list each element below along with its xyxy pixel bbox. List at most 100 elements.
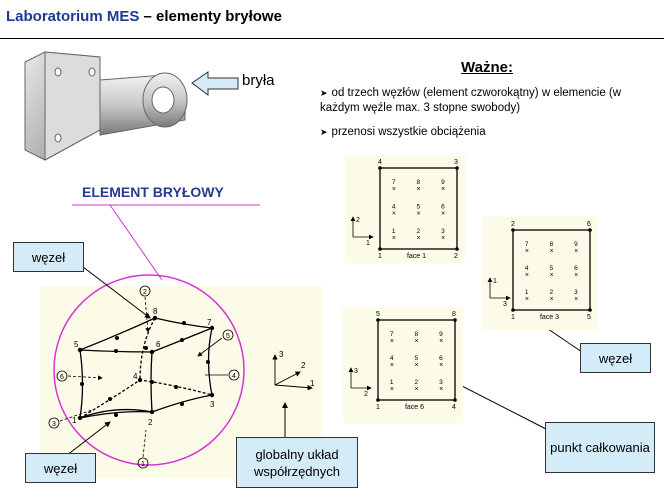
integration-point-label: 8 — [417, 179, 421, 186]
face-corner-node — [511, 228, 515, 232]
bryla-label: bryła — [242, 72, 275, 89]
svg-text:3: 3 — [52, 421, 56, 428]
integration-point-mark: × — [550, 248, 554, 255]
face-corner-label: 1 — [378, 253, 382, 260]
face-panel-bg — [343, 307, 463, 423]
face-caption: face 1 — [407, 253, 426, 260]
face-corner-node — [378, 247, 382, 251]
callout-global-system: globalny układ współrzędnych — [236, 437, 358, 488]
face-outline — [512, 229, 591, 311]
integration-point-label: 4 — [390, 355, 394, 362]
node-5-label: 5 — [74, 340, 79, 349]
integration-point-label: 5 — [550, 265, 554, 272]
integration-point-mark: × — [392, 186, 396, 193]
bullet-item: ➤od trzech węzłów (element czworokątny) … — [320, 86, 655, 116]
callout-node-bottom-left: węzeł — [25, 453, 96, 483]
title-lab: Laboratorium MES — [6, 8, 140, 25]
integration-point-label: 9 — [439, 331, 443, 338]
integration-point-label: 7 — [390, 331, 394, 338]
integration-point-label: 8 — [415, 331, 419, 338]
bullet-arrow-icon: ➤ — [320, 127, 328, 137]
integration-point-label: 9 — [441, 179, 445, 186]
integration-point-mark: × — [441, 235, 445, 242]
integration-point-label: 2 — [417, 228, 421, 235]
svg-text:1: 1 — [141, 461, 145, 468]
integration-point-mark: × — [390, 386, 394, 393]
global-axes-labels: 3 21 — [279, 350, 315, 388]
integration-point-mark: × — [415, 386, 419, 393]
node-4-label: 4 — [133, 372, 138, 381]
important-heading: Ważne: — [461, 59, 513, 76]
page-title: Laboratorium MES – elementy bryłowe — [6, 8, 282, 25]
integration-point-label: 7 — [392, 179, 396, 186]
integration-point-label: 6 — [439, 355, 443, 362]
svg-text:1: 1 — [310, 379, 315, 388]
integration-point-mark: × — [417, 211, 421, 218]
face-panel-bg — [345, 155, 465, 263]
integration-point-mark: × — [441, 211, 445, 218]
svg-text:4: 4 — [232, 373, 236, 380]
integration-point-mark: × — [550, 296, 554, 303]
face-corner-label: 4 — [452, 404, 456, 411]
face-marker-labels: 1 2 3 4 5 6 — [52, 289, 236, 468]
node-8-label: 8 — [153, 307, 158, 316]
integration-point-mark: × — [525, 296, 529, 303]
face-corner-node — [378, 166, 382, 170]
face-corner-label: 1 — [511, 314, 515, 321]
face-caption: face 3 — [540, 314, 559, 321]
integration-point-mark: × — [574, 248, 578, 255]
callout-node-right: węzeł — [580, 343, 651, 373]
bryla-pointer-arrow — [191, 71, 239, 96]
face-outline — [377, 319, 456, 401]
node-2-label: 2 — [148, 418, 153, 427]
svg-text:3: 3 — [279, 350, 284, 359]
face-caption: face 6 — [405, 404, 424, 411]
integration-point-label: 3 — [574, 289, 578, 296]
integration-point-label: 4 — [392, 204, 396, 211]
svg-text:2: 2 — [143, 289, 147, 296]
face-corner-label: 8 — [452, 311, 456, 318]
local-axis-label: 2 — [364, 391, 368, 398]
integration-point-label: 5 — [415, 355, 419, 362]
node-1-label: 1 — [72, 416, 77, 425]
integration-point-mark: × — [439, 386, 443, 393]
integration-point-mark: × — [439, 362, 443, 369]
svg-text:5: 5 — [226, 333, 230, 340]
bullet-arrow-icon: ➤ — [320, 88, 328, 98]
face-corner-node — [455, 247, 459, 251]
svg-text:2: 2 — [301, 361, 306, 370]
heading-leader — [109, 204, 163, 281]
local-axis-label: 1 — [366, 240, 370, 247]
element-heading: ELEMENT BRYŁOWY — [82, 184, 224, 200]
face-corner-node — [455, 166, 459, 170]
face-outline — [379, 167, 458, 250]
face-corner-label: 4 — [378, 159, 382, 166]
integration-point-label: 9 — [574, 241, 578, 248]
integration-point-label: 2 — [415, 379, 419, 386]
solid-bracket-image — [24, 51, 188, 161]
title-divider — [0, 38, 664, 39]
hexa-node-labels: 1 2 3 4 5 6 7 8 — [72, 307, 215, 427]
integration-point-mark: × — [417, 186, 421, 193]
integration-point-mark: × — [525, 272, 529, 279]
local-axis-label: 3 — [503, 301, 507, 308]
integration-point-label: 5 — [417, 204, 421, 211]
face-corner-label: 5 — [587, 314, 591, 321]
face-panel-bg — [482, 217, 597, 330]
node-3-label: 3 — [210, 400, 215, 409]
integration-point-mark: × — [390, 362, 394, 369]
bullet-text: od trzech węzłów (element czworokątny) w… — [320, 87, 622, 114]
node-7-label: 7 — [207, 318, 212, 327]
face-corner-label: 1 — [376, 404, 380, 411]
integration-point-label: 1 — [392, 228, 396, 235]
integration-point-label: 4 — [525, 265, 529, 272]
face-corner-node — [511, 308, 515, 312]
integration-point-mark: × — [574, 296, 578, 303]
node-6-label: 6 — [156, 340, 161, 349]
face-corner-node — [453, 318, 457, 322]
integration-point-label: 8 — [550, 241, 554, 248]
local-axis-label: 3 — [354, 368, 358, 375]
